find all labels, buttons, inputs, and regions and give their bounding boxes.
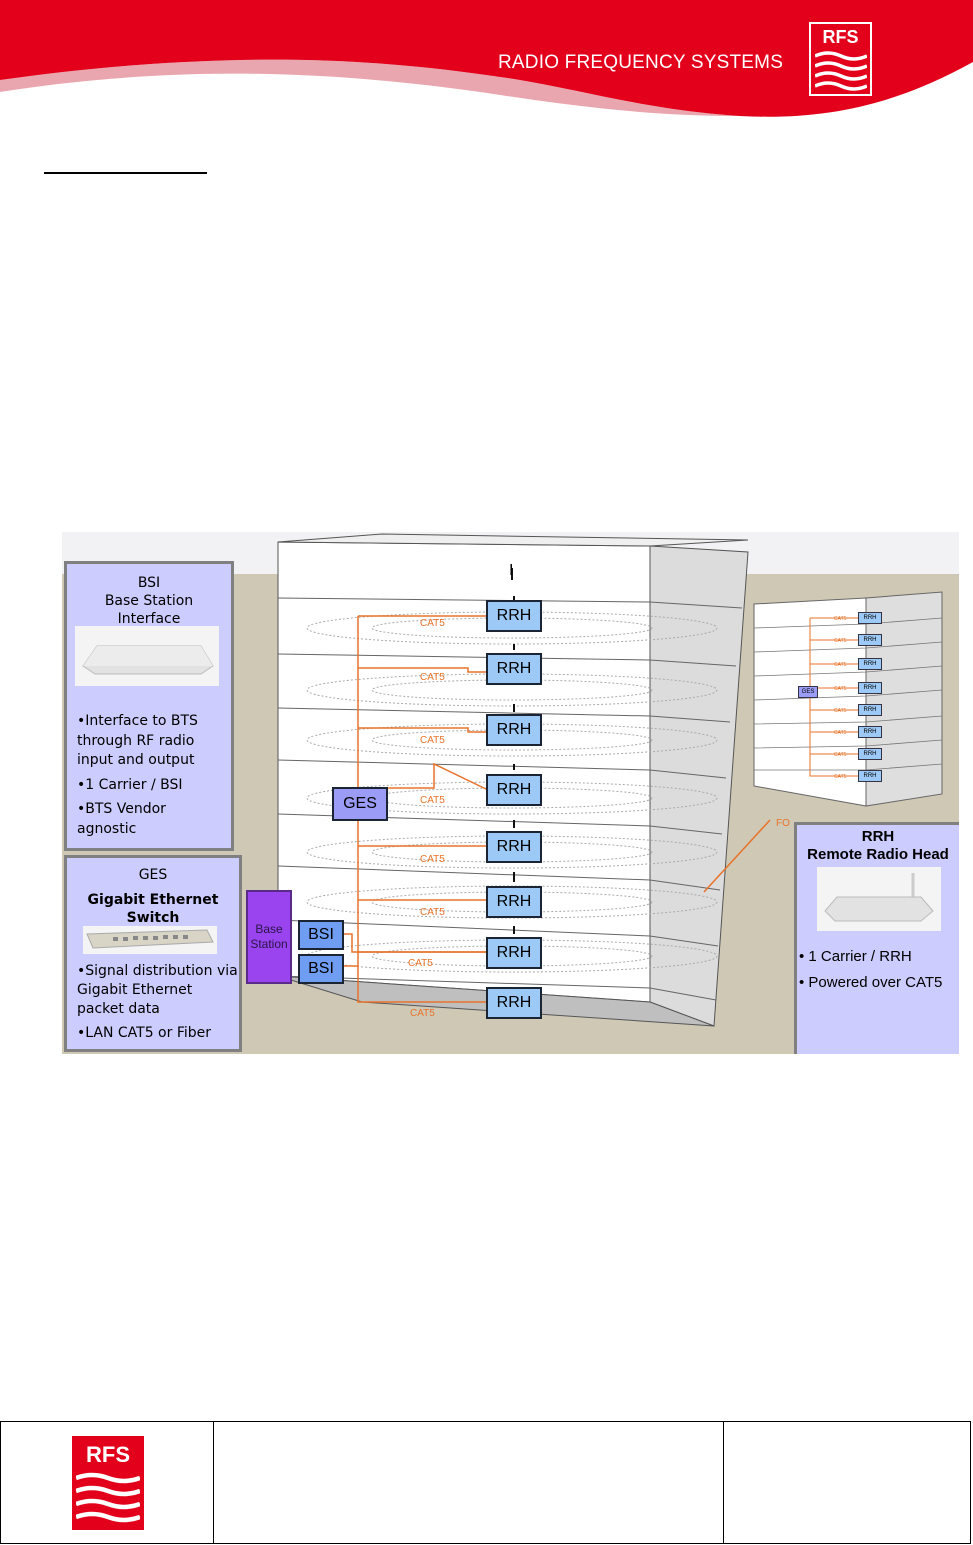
- bsi-bullet: •1 Carrier / BSI: [77, 776, 183, 793]
- rrh-box-floor-7: RRH: [486, 653, 542, 685]
- footer-info-cell: [723, 1422, 970, 1543]
- rrh-bullet: • Powered over CAT5: [799, 974, 943, 991]
- rrh-box-floor-1: RRH: [486, 987, 542, 1019]
- cat5-label: CAT5: [420, 907, 445, 918]
- mini-ges-box: GES: [798, 686, 818, 698]
- footer-logo-cell: RFS: [1, 1422, 214, 1543]
- base-station-box: Base Station: [246, 890, 292, 984]
- cat5-label: CAT5: [420, 795, 445, 806]
- waves-icon: [76, 1472, 140, 1523]
- mini-cat5-label: CAT5: [834, 638, 847, 644]
- bsi-panel-title-line2: Base Station: [104, 593, 194, 609]
- mini-rrh-box: RRH: [858, 748, 882, 760]
- rrh-box-floor-6: RRH: [486, 714, 542, 746]
- mini-cat5-label: CAT5: [834, 686, 847, 692]
- ges-box: GES: [332, 787, 388, 821]
- ges-panel-title: GES Gigabit Ethernet Switch: [67, 866, 239, 927]
- bsi-device-image: [75, 626, 219, 686]
- bsi-box-2: BSI: [298, 954, 344, 984]
- fiber-label: FO: [776, 818, 790, 829]
- bsi-device-icon: [82, 645, 214, 675]
- rrh-box-floor-5: RRH: [486, 774, 542, 806]
- cat5-label: CAT5: [420, 618, 445, 629]
- bsi-info-panel: BSI Base Station Interface •Interface to…: [64, 561, 234, 851]
- cat5-label: CAT5: [408, 958, 433, 969]
- bsi-bullet-list: •Interface to BTS through RF radio input…: [77, 712, 227, 844]
- rrh-box-floor-8: RRH: [486, 600, 542, 632]
- footer-table: RFS: [0, 1421, 971, 1544]
- cat5-label: CAT5: [420, 854, 445, 865]
- mini-cat5-label: CAT5: [834, 662, 847, 668]
- rrh-box-floor-3: RRH: [486, 886, 542, 918]
- ges-bullet: •LAN CAT5 or Fiber: [77, 1025, 212, 1041]
- bsi-bullet: •Interface to BTS through RF radio input…: [77, 713, 198, 768]
- footer-logo-text: RFS: [86, 1442, 130, 1467]
- ges-panel-title-line3: Switch: [126, 910, 180, 926]
- mini-rrh-box: RRH: [858, 658, 882, 670]
- router-icon: [824, 873, 934, 922]
- bsi-panel-title: BSI Base Station Interface: [67, 574, 231, 628]
- heading-underline: [44, 172, 207, 174]
- header-logo-text: RFS: [822, 27, 859, 47]
- base-station-label-line2: Station: [250, 937, 288, 951]
- ges-bullet: •Signal distribution via Gigabit Etherne…: [77, 963, 238, 1017]
- header-logo: RFS: [809, 22, 872, 96]
- rrh-box-floor-2: RRH: [486, 937, 542, 969]
- mini-rrh-box: RRH: [858, 612, 882, 624]
- footer-title-cell: [213, 1422, 724, 1543]
- rrh-info-panel: RRH Remote Radio Head • 1 Carrier / RRH …: [794, 822, 959, 1054]
- mini-cat5-label: CAT5: [834, 730, 847, 736]
- mini-cat5-label: CAT5: [834, 616, 847, 622]
- bsi-panel-title-line1: BSI: [137, 575, 161, 591]
- ges-info-panel: GES Gigabit Ethernet Switch •Signal dist…: [64, 855, 242, 1052]
- rrh-panel-title-line2: Remote Radio Head: [807, 846, 949, 863]
- switch-icon: [86, 929, 214, 949]
- bsi-panel-title-line3: Interface: [117, 611, 181, 627]
- footer-logo: RFS: [72, 1436, 144, 1530]
- brand-name: RADIO FREQUENCY SYSTEMS: [498, 52, 784, 73]
- mini-rrh-box: RRH: [858, 682, 882, 694]
- rrh-panel-title: RRH Remote Radio Head: [797, 828, 959, 864]
- mini-rrh-box: RRH: [858, 770, 882, 782]
- rrh-bullet-list: • 1 Carrier / RRH • Powered over CAT5: [799, 947, 959, 999]
- mini-cat5-label: CAT5: [834, 752, 847, 758]
- mini-rrh-box: RRH: [858, 634, 882, 646]
- waves-icon: [815, 51, 867, 91]
- ges-panel-title-line2: Gigabit Ethernet: [87, 892, 219, 908]
- cat5-label: CAT5: [420, 672, 445, 683]
- ges-device-image: [83, 926, 217, 954]
- das-diagram: I RRH RRH RRH RRH RRH RRH RRH RRH CAT5 C…: [62, 532, 959, 1054]
- bsi-bullet: •BTS Vendor agnostic: [77, 801, 166, 837]
- ges-bullet-list: •Signal distribution via Gigabit Etherne…: [77, 962, 241, 1048]
- mini-rrh-box: RRH: [858, 726, 882, 738]
- bsi-box-1: BSI: [298, 920, 344, 950]
- base-station-label-line1: Base: [255, 922, 283, 936]
- rrh-device-image: [817, 867, 941, 931]
- cat5-label: CAT5: [420, 735, 445, 746]
- building-top-label: I: [509, 562, 514, 579]
- mini-cat5-label: CAT5: [834, 708, 847, 714]
- cat5-label: CAT5: [410, 1008, 435, 1019]
- rrh-panel-title-line1: RRH: [861, 828, 895, 845]
- rrh-box-floor-4: RRH: [486, 831, 542, 863]
- header-banner: [0, 0, 973, 117]
- ges-panel-title-line1: GES: [138, 867, 168, 883]
- mini-rrh-box: RRH: [858, 704, 882, 716]
- mini-cat5-label: CAT5: [834, 774, 847, 780]
- rrh-bullet: • 1 Carrier / RRH: [799, 948, 912, 965]
